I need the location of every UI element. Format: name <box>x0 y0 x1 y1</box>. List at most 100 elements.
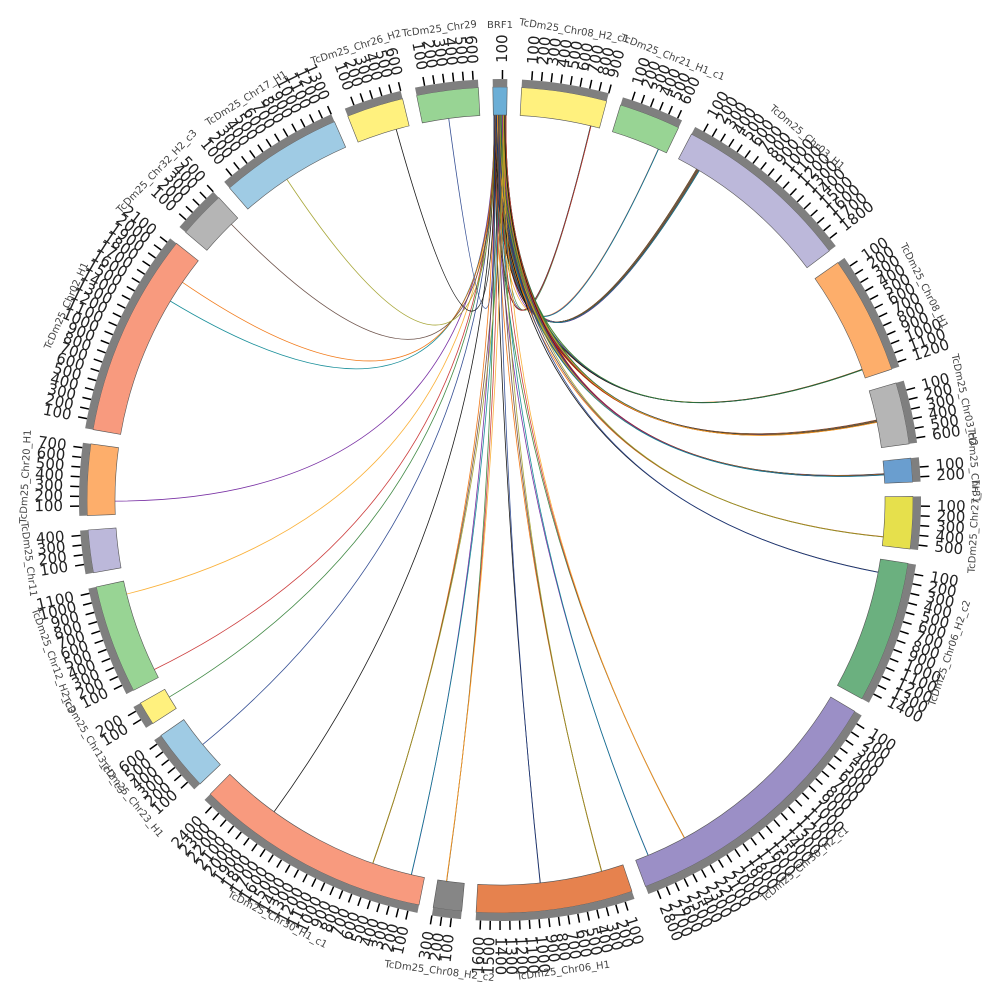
segment-band <box>881 496 914 550</box>
tick-mark <box>357 897 362 907</box>
tick-mark <box>538 919 541 929</box>
tick-mark <box>815 777 823 786</box>
tick-mark <box>801 792 810 800</box>
segment-band <box>229 121 347 210</box>
tick-mark <box>121 294 131 301</box>
tick-mark <box>73 554 83 557</box>
tick-mark <box>227 825 235 834</box>
tick-label: 100 <box>524 35 544 65</box>
tick-mark <box>615 904 620 914</box>
tick-mark <box>782 181 790 189</box>
segment-band <box>92 242 199 435</box>
tick-label: 400 <box>35 465 65 485</box>
tick-mark <box>649 98 655 108</box>
tick-mark <box>257 144 264 153</box>
tick-label: 200 <box>426 931 448 962</box>
segment-scale-band <box>224 114 335 188</box>
tick-mark <box>881 675 891 681</box>
tick-label: 1600 <box>469 936 489 975</box>
link-tcdm25-chr08-h2-c2 <box>446 115 500 882</box>
tick-mark <box>596 909 600 919</box>
tick-label: 600 <box>931 422 962 444</box>
segment-scale-band <box>88 586 134 695</box>
segment-scale-band <box>896 380 918 444</box>
tick-mark <box>91 630 101 635</box>
tick-label: 500 <box>582 926 606 958</box>
tick-mark <box>808 785 817 793</box>
tick-mark <box>308 114 315 123</box>
link-tcdm25-chr23-h1 <box>202 115 495 745</box>
tick-mark <box>758 831 765 840</box>
tick-label: 600 <box>574 41 597 73</box>
tick-label: 700 <box>584 43 608 75</box>
tick-mark <box>912 416 923 420</box>
segment-band <box>475 864 633 914</box>
tick-mark <box>683 878 689 887</box>
segment-scale-band <box>179 191 219 233</box>
tick-label: 100 <box>935 454 965 474</box>
tick-mark <box>919 465 929 468</box>
tick-mark <box>717 859 724 868</box>
tick-mark <box>728 138 735 148</box>
segment-band <box>416 87 481 124</box>
tick-mark <box>429 915 433 925</box>
segment-tcdm25-chr12-h2-c3: 10020030040050060070080090010001100TcDm2… <box>28 580 159 715</box>
tick-mark <box>85 611 95 616</box>
segment-band <box>87 527 122 574</box>
tick-mark <box>77 416 88 420</box>
tick-label: 900 <box>542 933 563 964</box>
tick-mark <box>338 890 344 900</box>
tick-mark <box>71 534 81 537</box>
tick-mark <box>204 806 213 814</box>
tick-mark <box>796 194 805 203</box>
tick-label: 300 <box>936 517 966 537</box>
tick-mark <box>767 168 775 177</box>
tick-mark <box>282 128 289 137</box>
tick-mark <box>659 101 664 111</box>
link-tcdm25-chr30-h1-c1 <box>411 115 495 875</box>
tick-mark <box>833 755 842 762</box>
tick-label: 300 <box>430 37 452 68</box>
tick-mark <box>823 224 832 232</box>
segment-label: TcDm25_Chr20_H1 <box>18 429 34 525</box>
tick-mark <box>449 918 452 928</box>
tick-mark <box>378 87 383 97</box>
tick-mark <box>577 913 581 923</box>
tick-mark <box>908 396 918 401</box>
tick-mark <box>897 358 907 363</box>
tick-mark <box>302 873 308 883</box>
segment-band <box>139 688 177 725</box>
tick-mark <box>873 693 882 699</box>
tick-label: 600 <box>36 443 66 464</box>
link-tcdm25-chr30-h2-c1 <box>503 115 685 839</box>
tick-label: 100 <box>493 34 511 63</box>
tick-mark <box>87 377 97 382</box>
tick-label: 100 <box>937 497 966 515</box>
tick-mark <box>108 321 118 327</box>
segment-tcdm25-chr06-h1: 1002003004005006007008009001000110012001… <box>469 864 648 983</box>
tick-mark <box>265 138 272 148</box>
tick-mark <box>88 621 98 626</box>
tick-mark <box>736 144 743 153</box>
tick-mark <box>528 919 531 930</box>
tick-mark <box>905 611 915 616</box>
tick-mark <box>94 639 104 645</box>
tick-label: 1300 <box>502 937 521 976</box>
segment-scale-band <box>861 563 917 703</box>
tick-mark <box>889 657 899 663</box>
tick-label: 500 <box>451 35 471 65</box>
segment-tcdm25-chr06-h2-c2: 1002003004005006007008009001000110012001… <box>837 558 973 727</box>
tick-mark <box>90 367 100 373</box>
tick-label: 800 <box>552 931 574 962</box>
tick-mark <box>780 812 788 821</box>
tick-mark <box>734 848 741 858</box>
tick-label: 200 <box>927 578 959 601</box>
segment-scale-band <box>837 257 900 370</box>
tick-label: 500 <box>934 537 964 558</box>
tick-mark <box>896 639 906 645</box>
segment-tcdm25-chr30-h2-c1: 1002003004005006007008009001000110012001… <box>635 696 899 944</box>
tick-mark <box>893 648 903 654</box>
tick-mark <box>441 73 445 83</box>
tick-mark <box>105 666 115 672</box>
